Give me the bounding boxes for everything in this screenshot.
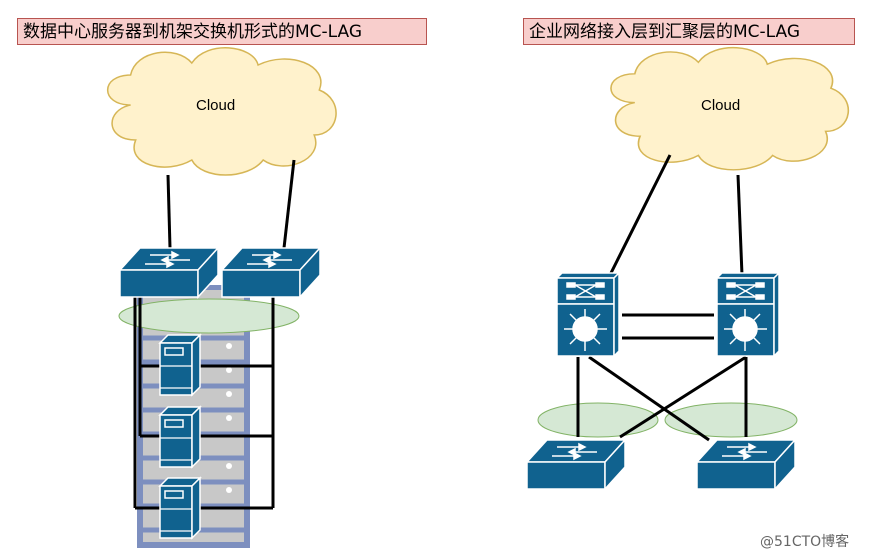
- server-icon: [159, 477, 201, 539]
- mc-lag-group: [664, 402, 798, 438]
- l3-switch-icon: [716, 272, 780, 357]
- mc-lag-group: [537, 402, 659, 438]
- right-title: 企业网络接入层到汇聚层的MC-LAG: [523, 18, 855, 45]
- watermark: @51CTO博客: [760, 534, 850, 550]
- left-cloud-label: Cloud: [196, 97, 236, 114]
- switch-icon: [221, 247, 321, 298]
- switch-icon: [696, 439, 796, 490]
- left-title: 数据中心服务器到机架交换机形式的MC-LAG: [17, 18, 427, 45]
- server-icon: [159, 406, 201, 468]
- l3-switch-icon: [556, 272, 620, 357]
- right-cloud-label: Cloud: [701, 97, 741, 114]
- switch-icon: [526, 439, 626, 490]
- switch-icon: [119, 247, 219, 298]
- server-icon: [159, 334, 201, 396]
- mc-lag-group: [118, 298, 300, 334]
